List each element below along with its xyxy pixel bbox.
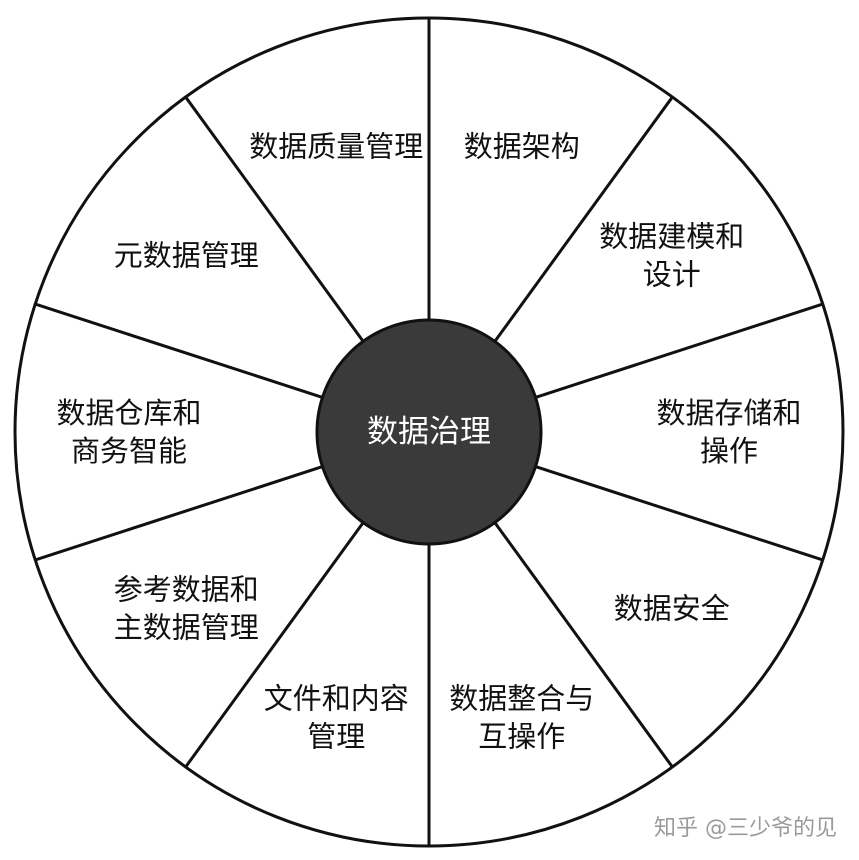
segment-label: 文件和内容管理	[264, 681, 409, 753]
center-hub	[315, 318, 543, 546]
segment-label: 参考数据和主数据管理	[114, 572, 259, 644]
segment-divider	[34, 465, 323, 562]
segment-label-line: 数据建模和	[599, 220, 744, 254]
center-label: 数据治理	[367, 414, 491, 450]
segment-label-line: 操作	[700, 434, 758, 468]
segment-label-line: 设计	[643, 258, 701, 292]
segment-divider	[184, 96, 365, 343]
segment-divider	[493, 521, 674, 768]
watermark: 知乎 @三少爷的见	[654, 816, 837, 841]
segment-label-line: 数据安全	[614, 591, 730, 625]
segment-label-line: 数据仓库和	[56, 396, 201, 430]
segment-label-line: 文件和内容	[264, 681, 409, 715]
segment-label-line: 互操作	[478, 719, 565, 753]
segment-label-line: 参考数据和	[114, 572, 259, 606]
segment-divider	[184, 521, 365, 768]
segment-divider	[34, 302, 323, 399]
segment-label-line: 主数据管理	[114, 610, 259, 644]
segment-label: 数据建模和设计	[599, 220, 744, 292]
segment-label: 元数据管理	[114, 239, 259, 273]
segment-label-line: 数据存储和	[656, 396, 801, 430]
segment-label: 数据整合与互操作	[449, 681, 594, 753]
segment-labels: 数据架构数据建模和设计数据存储和操作数据安全数据整合与互操作文件和内容管理参考数…	[56, 130, 801, 754]
segment-label-line: 管理	[307, 719, 365, 753]
segment-divider	[493, 96, 674, 343]
segment-label: 数据安全	[614, 591, 730, 625]
segment-label-line: 数据整合与	[449, 681, 594, 715]
segment-label: 数据架构	[464, 130, 580, 164]
segment-label-line: 数据质量管理	[249, 130, 423, 164]
segment-divider	[535, 302, 824, 399]
segment-divider	[535, 465, 824, 562]
segment-label-line: 商务智能	[71, 434, 187, 468]
segment-label: 数据仓库和商务智能	[56, 396, 201, 468]
segment-label-line: 数据架构	[464, 130, 580, 164]
segment-dividers	[34, 18, 824, 846]
segment-label: 数据存储和操作	[656, 396, 801, 468]
segment-label: 数据质量管理	[249, 130, 423, 164]
segment-label-line: 元数据管理	[114, 239, 259, 273]
